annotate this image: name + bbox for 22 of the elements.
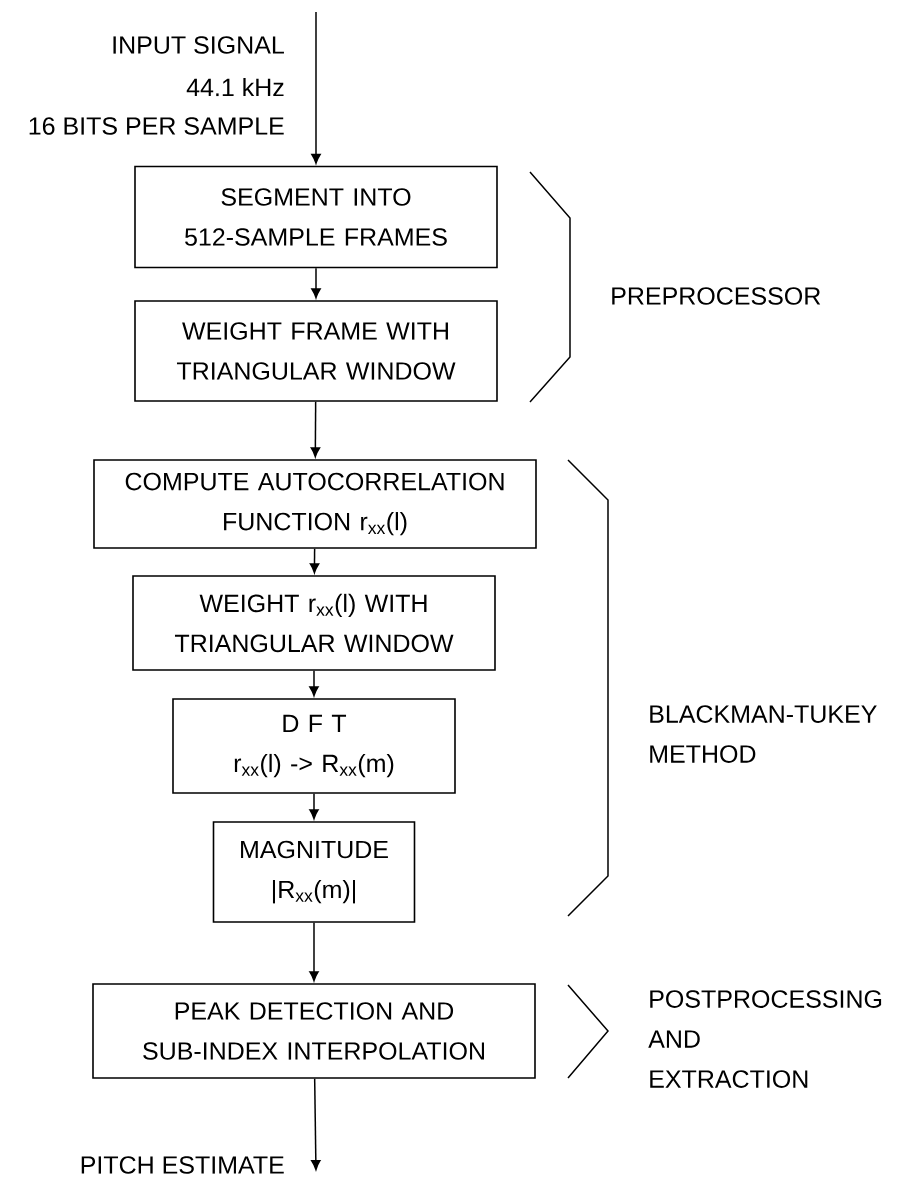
signal-label: 44.1 kHz xyxy=(186,77,284,97)
arrow xyxy=(309,548,320,574)
process-box: MAGNITUDE |R$_{xx}$(m)| xyxy=(212,821,416,923)
process-box: WEIGHT FRAME WITH TRIANGULAR WINDOW xyxy=(134,300,498,402)
arrow xyxy=(311,11,321,164)
process-box: D F T r$_{xx}$(l) -> R$_{xx}$(m) xyxy=(172,698,456,794)
process-box: PEAK DETECTION AND SUB-INDEX INTERPOLATION xyxy=(92,983,536,1079)
process-box: COMPUTE AUTOCORRELATION FUNCTION r$_{xx}$(l) xyxy=(93,459,537,549)
arrow xyxy=(311,1078,321,1171)
signal-label: 16 BITS PER SAMPLE xyxy=(29,117,284,135)
arrow xyxy=(311,267,321,299)
section-label: POSTPROCESSING AND EXTRACTION xyxy=(648,990,882,1088)
arrow xyxy=(309,922,319,982)
process-box: SEGMENT INTO 512-SAMPLE FRAMES xyxy=(134,165,498,269)
arrow xyxy=(309,670,319,697)
edge-label: PITCH ESTIMATE xyxy=(81,1156,284,1174)
section-label: BLACKMAN-TUKEY METHOD xyxy=(650,705,877,763)
arrow xyxy=(310,401,321,458)
process-box: WEIGHT r$_{xx}$(l) WITH TRIANGULAR WINDOW xyxy=(132,575,496,671)
signal-label: INPUT SIGNAL xyxy=(113,36,284,54)
arrow xyxy=(309,793,319,820)
section-label: PREPROCESSOR xyxy=(612,287,821,305)
